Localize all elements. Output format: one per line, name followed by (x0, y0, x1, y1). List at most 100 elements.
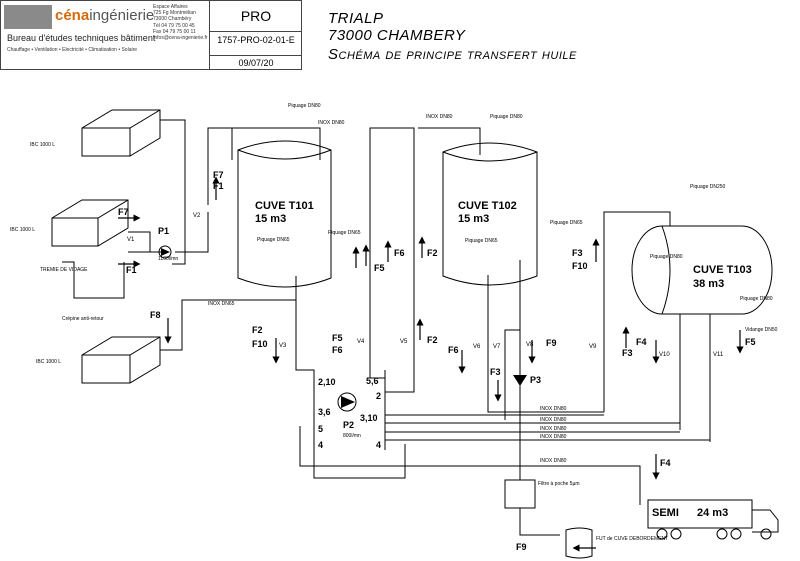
flow-f6: F6 (394, 248, 405, 258)
tank-t103-volume: 38 m3 (693, 278, 724, 290)
flow-f9-v8: F9 (546, 338, 557, 348)
pump-port: 3,10 (360, 413, 378, 423)
ibc-label-2: IBC 1000 L (10, 227, 35, 233)
pipe-label: INOX DN80 (540, 406, 567, 412)
note-piquage: Piquage DN80 (740, 296, 773, 302)
valve-v6: V6 (473, 344, 481, 350)
note-piquage: Piquage DN65 (550, 220, 583, 226)
flow-f1: F1 (126, 265, 137, 275)
flow-f7-f1: F1 (213, 181, 224, 191)
address-line: Infos@cena-ingenierie.fr (153, 35, 208, 42)
flow-f5: F5 (374, 263, 385, 273)
address-line: 73000 Chambéry (153, 16, 192, 23)
company-address: Espace Affaires 725 Fg Montmélian 73000 … (153, 4, 208, 41)
tank-t101-volume: 15 m3 (255, 213, 286, 225)
flow-f3-f10: F3 (572, 248, 583, 258)
address-line: Tél 04 79 75 00 45 (153, 22, 195, 29)
pump-port: 5 (318, 424, 323, 434)
flow-f3-v7: F3 (490, 367, 501, 377)
tremie-hopper (62, 261, 125, 299)
note-piquage: Piquage DN80 (288, 103, 321, 109)
address-line: 725 Fg Montmélian (153, 10, 196, 17)
tank-t101-name: CUVE T101 (255, 200, 314, 212)
company-name-part2: ingénierie (89, 7, 155, 24)
pipe-label: INOX DN80 (426, 114, 453, 120)
flow-f9-bottom: F9 (516, 542, 527, 552)
pipe-label: INOX DN80 (318, 120, 345, 126)
crepine-label: Crépine anti-retour (62, 316, 104, 322)
note-piquage: Piquage DN65 (257, 237, 290, 243)
valve-v8: V8 (526, 342, 534, 348)
flow-f7: F7 (118, 207, 129, 217)
note-filtre: Filtre à poche 5µm (538, 481, 580, 487)
valve-v4: V4 (357, 339, 365, 345)
valve-v11: V11 (713, 352, 724, 358)
note-piquage: Piquage DN65 (328, 230, 361, 236)
pump-port: 5,6 (366, 376, 379, 386)
valve-v5: V5 (400, 339, 408, 345)
address-line: Fax 04 79 75 00 11 (153, 28, 196, 35)
note-piquage: Piquage DN80 (490, 114, 523, 120)
valve-v9: V9 (589, 344, 597, 350)
semi-trailer (647, 499, 779, 540)
ibc-label-1: IBC 1000 L (30, 142, 55, 148)
tremie-label: TREMIE DE VIDAGE (40, 267, 88, 273)
pump-p1 (158, 245, 172, 259)
company-services: Chauffage • Ventilation • Electricité • … (7, 47, 138, 53)
pipe-label: INOX DN80 (540, 458, 567, 464)
valve-v1: V1 (127, 237, 135, 243)
pump-p3-label: P3 (530, 375, 541, 385)
flow-f5-f6: F5 (332, 333, 343, 343)
ibc-tank-2 (51, 199, 129, 247)
project-city: 73000 CHAMBERY (328, 27, 466, 44)
flow-f2-f10: F10 (252, 339, 268, 349)
company-name-part1: céna (55, 7, 90, 24)
address-line: Espace Affaires (153, 4, 188, 10)
valve-v10: V10 (659, 352, 670, 358)
flow-f2-v5: F2 (427, 335, 438, 345)
tank-t103-name: CUVE T103 (693, 264, 752, 276)
valve-v2: V2 (193, 213, 201, 219)
tank-t102-name: CUVE T102 (458, 200, 517, 212)
title-block: cénaingénierie Bureau d'études technique… (0, 0, 302, 70)
pump-p1-label: P1 (158, 226, 169, 236)
document-reference: 1757-PRO-02-01-E (217, 35, 295, 45)
valve-v7: V7 (493, 344, 501, 350)
tank-t102-volume: 15 m3 (458, 213, 489, 225)
pump-p2-label: P2 (343, 420, 354, 430)
ibc-label-3: IBC 1000 L (36, 359, 61, 365)
tank-t101 (237, 140, 332, 288)
flow-f2: F2 (427, 248, 438, 258)
pipe-label: INOX DN80 (540, 426, 567, 432)
pump-port: 4 (318, 440, 323, 450)
pump-p3 (513, 375, 527, 386)
flow-f5-v11: F5 (745, 337, 756, 347)
phase-label: PRO (210, 1, 302, 32)
pump-port: 3,6 (318, 407, 331, 417)
semi-name: SEMI (652, 507, 679, 519)
semi-volume: 24 m3 (697, 507, 728, 519)
pump-p2 (337, 392, 357, 412)
company-subtitle: Bureau d'études techniques bâtiment (7, 33, 156, 43)
flow-f7-f1: F7 (213, 170, 224, 180)
company-name: cénaingénierie (55, 7, 154, 24)
flow-f6-v6: F6 (448, 345, 459, 355)
pump-port: 2 (376, 391, 381, 401)
document-date: 09/07/20 (210, 55, 302, 68)
flow-f8: F8 (150, 310, 161, 320)
company-logo (4, 5, 52, 29)
title-block-right: PRO 1757-PRO-02-01-E 09/07/20 (209, 1, 302, 69)
flow-f4-v10: F4 (636, 337, 647, 347)
note-piquage: Piquage DN250 (690, 184, 726, 190)
pipe-label: INOX DN80 (540, 434, 567, 440)
valve-v3: V3 (279, 343, 287, 349)
pump-p1-flow: 1100l/mn (158, 256, 178, 262)
note-fut: FUT de CUVE DEBORDEMENT (596, 536, 668, 542)
pump-p2-flow: 800l/mn (343, 433, 361, 439)
ibc-tank-3 (81, 336, 161, 384)
note-piquage: Piquage DN65 (465, 238, 498, 244)
tank-t103 (631, 225, 773, 315)
note-vidange: Vidange DN50 (745, 327, 778, 333)
flow-f3-f10: F10 (572, 261, 588, 271)
